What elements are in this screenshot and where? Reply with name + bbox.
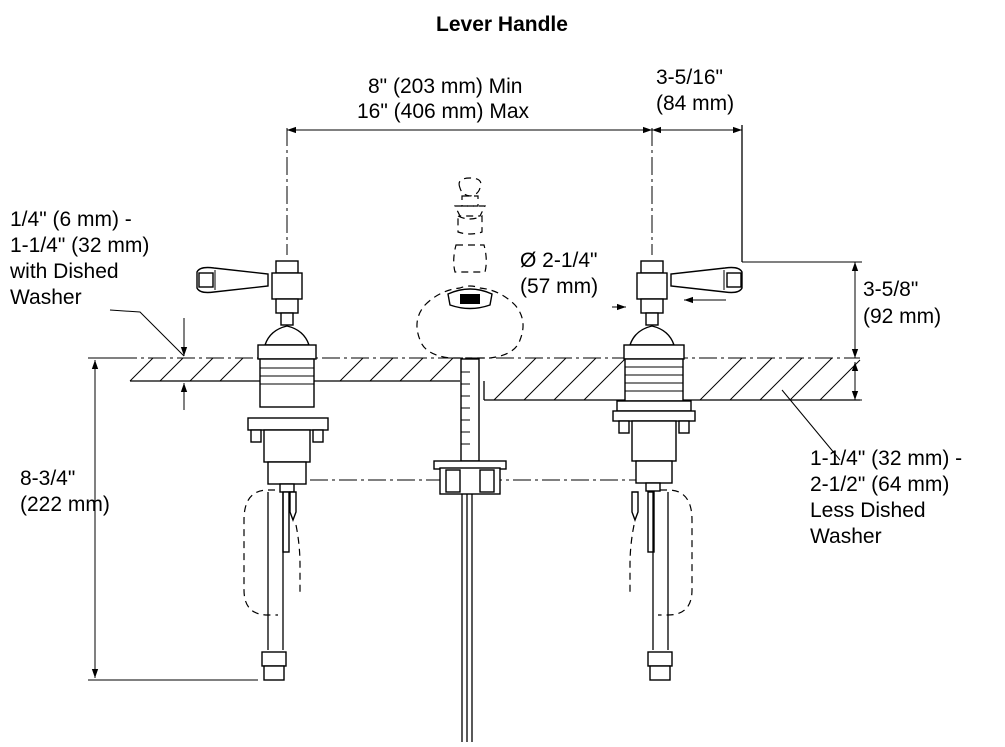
deck-thickness-label-4: Washer: [10, 286, 82, 309]
spread-max-label: 16" (406 mm) Max: [357, 100, 529, 123]
spread-min-label: 8" (203 mm) Min: [368, 75, 523, 98]
diagram-title: Lever Handle: [436, 13, 568, 36]
dimension-labels: 8" (203 mm) Min 16" (406 mm) Max 3-5/16"…: [9, 66, 962, 548]
height-mm-label: (92 mm): [863, 305, 941, 328]
below-deck-mm-label: (222 mm): [20, 493, 110, 516]
deck-thickness-label-2: 1-1/4" (32 mm): [10, 234, 149, 257]
below-deck-label: 8-3/4": [20, 467, 75, 490]
less-washer-label-4: Washer: [810, 525, 882, 548]
deck-thickness-label-3: with Dished: [9, 260, 119, 283]
hatch-left: [129, 357, 454, 382]
hatch-right: [493, 357, 861, 401]
countertop-section: [90, 357, 861, 401]
handle-length-mm-label: (84 mm): [656, 92, 734, 115]
diameter-mm-label: (57 mm): [520, 275, 598, 298]
height-label: 3-5/8": [863, 278, 918, 301]
center-spout: [416, 177, 524, 742]
deck-thickness-label-1: 1/4" (6 mm) -: [10, 208, 132, 231]
diameter-label: Ø 2-1/4": [520, 249, 598, 272]
right-valve: [612, 260, 743, 681]
less-washer-label-1: 1-1/4" (32 mm) -: [810, 447, 962, 470]
left-valve: [196, 260, 329, 681]
less-washer-label-3: Less Dished: [810, 499, 926, 522]
centerlines: [286, 125, 743, 481]
dimension-lines: [88, 126, 862, 681]
handle-length-label: 3-5/16": [656, 66, 723, 89]
less-washer-label-2: 2-1/2" (64 mm): [810, 473, 949, 496]
